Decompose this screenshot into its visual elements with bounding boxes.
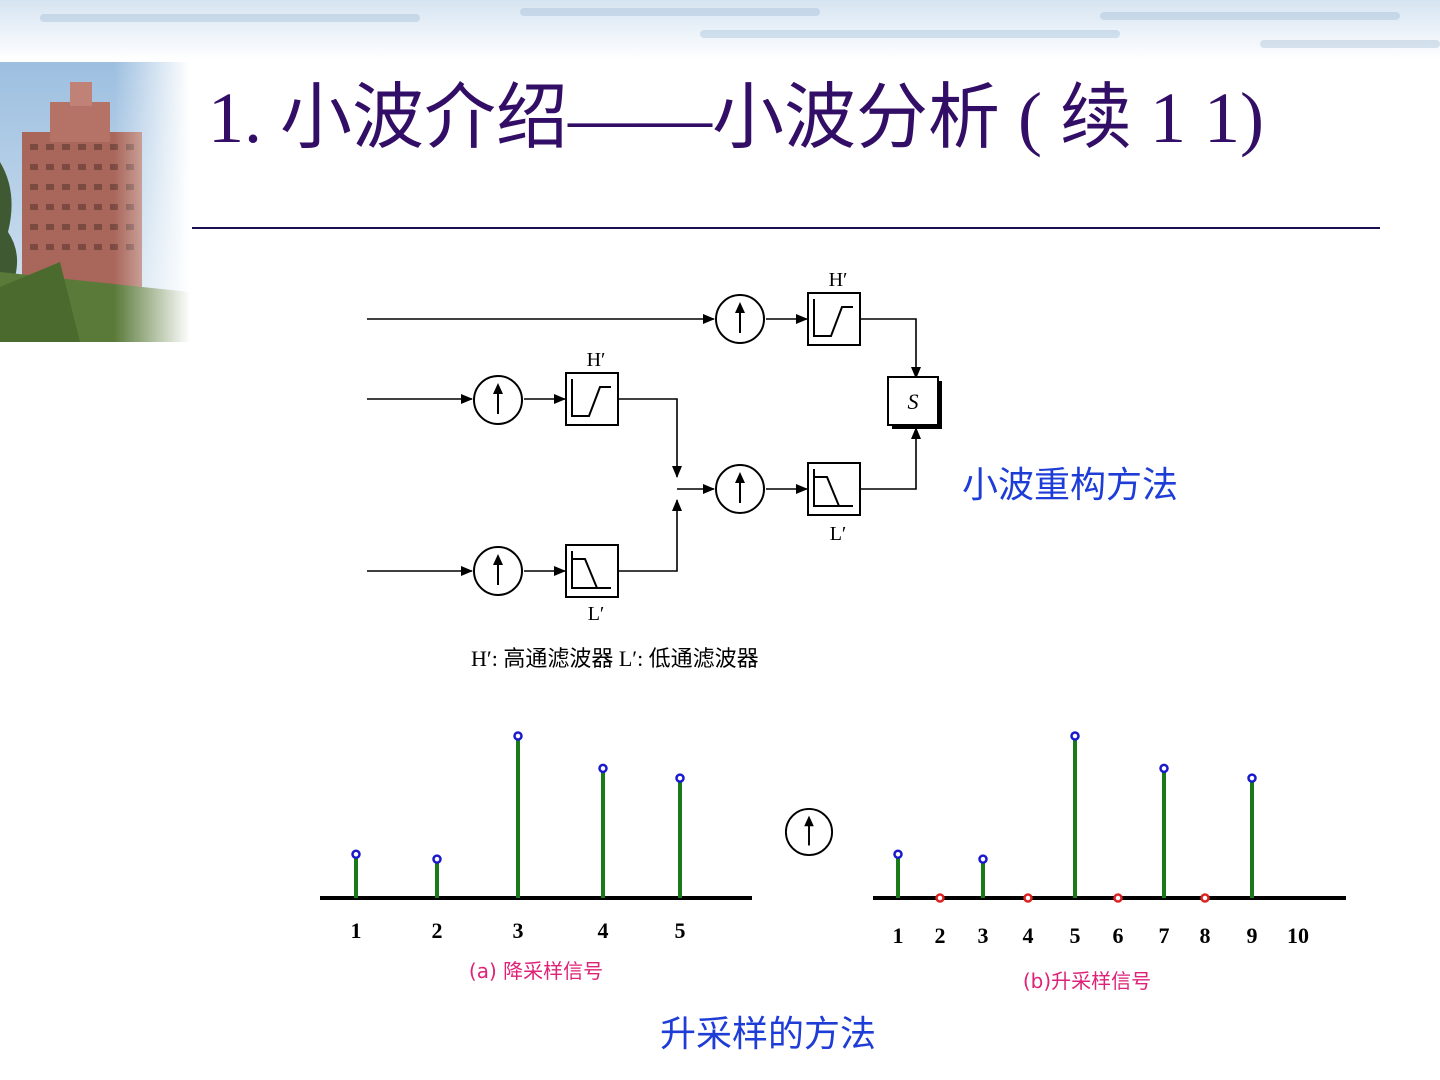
- panel-b-zero-marker: [1200, 893, 1210, 903]
- highpass-response-icon: [565, 372, 619, 426]
- panel-b-tick-label: 3: [978, 923, 989, 948]
- panel-a-tick-label: 5: [675, 918, 686, 943]
- low-filter-label: L′: [830, 523, 847, 545]
- panel-a-tick-label: 1: [351, 918, 362, 943]
- high-filter-label: H′: [829, 269, 848, 291]
- lowpass-response-icon: [565, 544, 619, 598]
- panel-b-marker: [893, 849, 903, 860]
- panel-a-tick-label: 2: [432, 918, 443, 943]
- panel-b-tick-label: 7: [1159, 923, 1170, 948]
- slide-title: 1. 小波介绍——小波分析 ( 续 1 1): [208, 78, 1264, 158]
- panel-a-marker: [675, 773, 685, 783]
- reconstruction-caption: 小波重构方法: [962, 465, 1179, 506]
- sum-block: [887, 376, 939, 426]
- lowpass-response-icon: [807, 462, 861, 516]
- panel-b-tick-label: 5: [1070, 923, 1081, 948]
- high-filter-label: H′: [587, 349, 606, 371]
- upsampling-caption: 升采样的方法: [660, 1014, 877, 1055]
- panel-b-tick-label: 6: [1113, 923, 1124, 948]
- panel-b-marker: [1247, 773, 1257, 783]
- panel-b-zero-marker: [1023, 893, 1033, 903]
- upsample-arrow-icon: [715, 464, 765, 514]
- sky-banner: [0, 0, 1440, 60]
- panel-a-marker: [351, 849, 361, 860]
- panel-b-tick-label: 4: [1023, 923, 1034, 948]
- panel-b-tick-label: 10: [1287, 923, 1309, 948]
- panel-a-marker: [598, 763, 608, 774]
- panel-a-caption: (a) 降采样信号: [469, 959, 603, 983]
- panel-b-tick-label: 8: [1200, 923, 1211, 948]
- upsample-arrow-icon: [715, 294, 765, 344]
- panel-b-marker: [1070, 731, 1080, 741]
- low-filter-label: L′: [588, 603, 605, 625]
- panel-a-tick-label: 3: [513, 918, 524, 943]
- reconstruction-diagram: H′ S H′ L′ L′ H′: 高通滤波器 L′: 低通滤波器: [367, 269, 942, 671]
- panel-b-tick-label: 9: [1247, 923, 1258, 948]
- panel-b-caption: (b)升采样信号: [1023, 969, 1151, 993]
- campus-building-photo: [0, 62, 190, 342]
- panel-a-stems: 1 2 3 4 5: [351, 731, 686, 943]
- upsample-arrow-icon: [473, 546, 523, 596]
- panel-b-tick-label: 1: [893, 923, 904, 948]
- panel-b-marker: [978, 854, 988, 864]
- highpass-response-icon: [807, 292, 861, 346]
- panel-b-zero-marker: [935, 893, 945, 903]
- panel-b-tick-label: 2: [935, 923, 946, 948]
- upsampling-figure: 1 2 3 4 5 1 2 3 4 5 6 7 8 9 10 (a) 降采样信号 (b)升采样信号: [320, 731, 1346, 993]
- sum-label: S: [908, 389, 919, 414]
- upsample-arrow-icon: [784, 807, 834, 857]
- panel-b-marker: [1159, 763, 1169, 774]
- panel-a-marker: [432, 854, 442, 864]
- panel-b-stems: 1 2 3 4 5 6 7 8 9 10: [893, 731, 1309, 948]
- filter-legend: H′: 高通滤波器 L′: 低通滤波器: [471, 646, 759, 671]
- panel-a-marker: [513, 731, 523, 741]
- panel-a-tick-label: 4: [598, 918, 609, 943]
- title-underline: [192, 227, 1380, 229]
- panel-b-zero-marker: [1113, 893, 1123, 903]
- upsample-arrow-icon: [473, 375, 523, 425]
